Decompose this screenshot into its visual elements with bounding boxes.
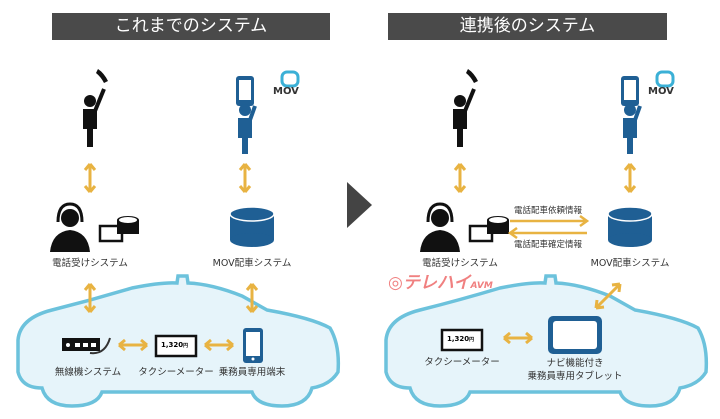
- telehai-suffix: AVM: [470, 281, 493, 291]
- crew-terminal-label: 乗務員専用端末: [218, 367, 286, 378]
- meter-unit: 円: [469, 337, 475, 343]
- request-info-label: 電話配車依頼情報: [513, 206, 583, 216]
- meter-value: 1,320: [161, 341, 184, 349]
- left-meter-label: タクシーメーター: [138, 367, 214, 378]
- right-meter-label: タクシーメーター: [424, 357, 500, 368]
- meter-unit: 円: [183, 343, 189, 349]
- radio-icon: [62, 337, 111, 355]
- left-phone-system-label: 電話受けシステム: [52, 258, 128, 269]
- left-mov-system-label: MOV配車システム: [212, 258, 292, 269]
- meter-value: 1,320: [447, 335, 470, 343]
- tablet-label: ナビ機能付き乗務員専用タブレット: [527, 357, 622, 383]
- right-meter-display: 1,320円: [447, 335, 474, 343]
- confirm-info-label: 電話配車確定情報: [513, 240, 583, 250]
- tablet-label-line1: ナビ機能付き: [546, 358, 604, 369]
- left-meter-display: 1,320円: [161, 341, 188, 349]
- telehai-logo: ◎テレハイAVM: [388, 273, 493, 293]
- mov-logo-right: MOV: [648, 86, 674, 97]
- tablet-label-line2: 乗務員専用タブレット: [527, 371, 623, 382]
- right-header: 連携後のシステム: [388, 13, 667, 40]
- left-header: これまでのシステム: [52, 13, 330, 40]
- right-phone-system-label: 電話受けシステム: [422, 258, 498, 269]
- mov-logo: MOV: [273, 86, 299, 97]
- radio-label: 無線機システム: [54, 367, 122, 378]
- right-mov-system-label: MOV配車システム: [590, 258, 670, 269]
- telehai-text: テレハイ: [402, 273, 471, 293]
